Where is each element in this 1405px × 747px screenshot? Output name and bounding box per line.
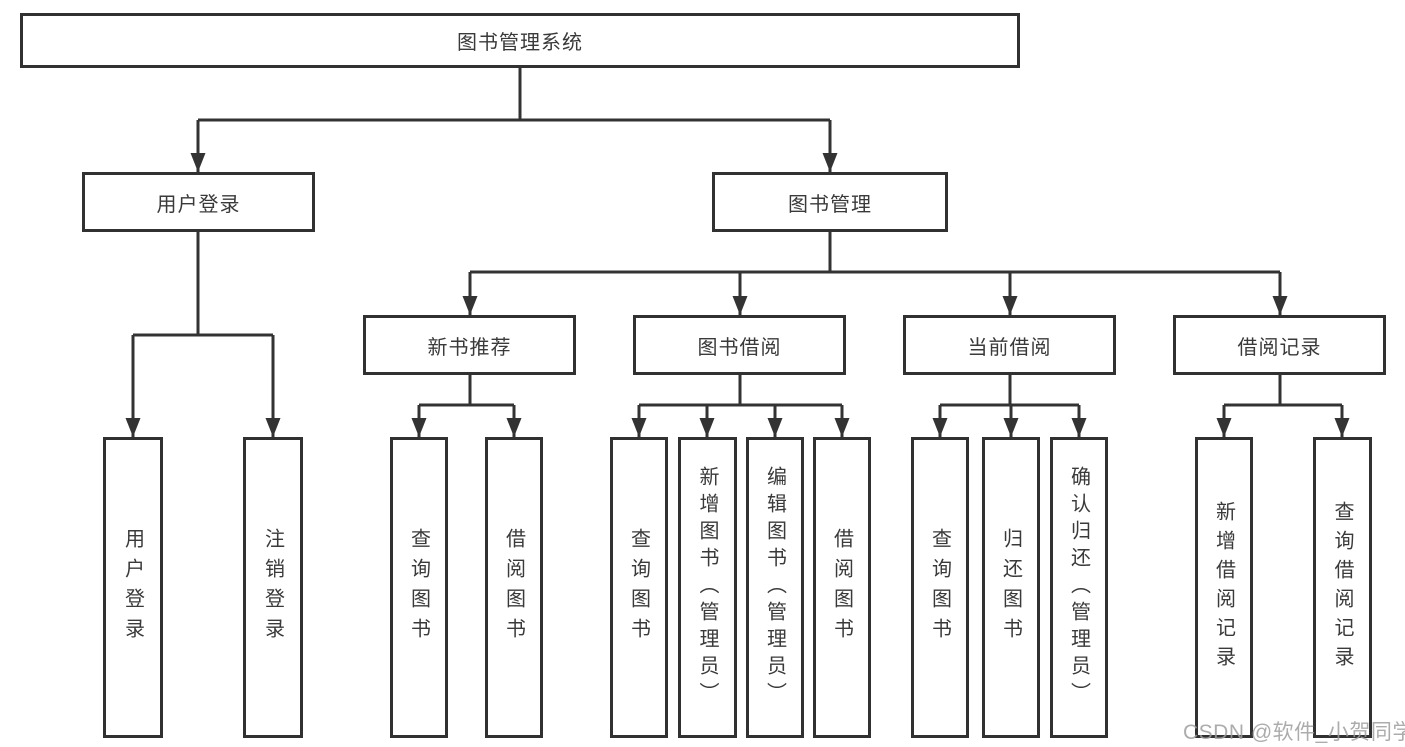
node-root-label: 图书管理系统 (457, 32, 583, 54)
connector-book-mgmt-trunk (470, 232, 1280, 274)
connector-borrow-records-trunk (1224, 375, 1342, 407)
connector-new-book-rec-trunk (419, 375, 514, 407)
leaf-query-book-3: 查询图书 (911, 437, 969, 738)
node-borrow-records-label: 借阅记录 (1237, 336, 1322, 359)
connector-user-login-trunk (133, 232, 273, 337)
leaf-add-book-label: 新增图书（管理员） (696, 466, 718, 709)
node-new-book-rec-label: 新书推荐 (427, 336, 512, 359)
node-user-login: 用户登录 (82, 172, 315, 232)
leaf-edit-book-label: 编辑图书（管理员） (763, 466, 786, 709)
leaf-add-record-label: 新增借阅记录 (1212, 500, 1235, 675)
leaf-borrow-book-2-label: 借阅图书 (830, 527, 853, 648)
node-book-borrow: 图书借阅 (633, 315, 846, 375)
leaf-user-login: 用户登录 (103, 437, 163, 738)
csdn-watermark: CSDN @软件_小贺同学 (1183, 721, 1405, 744)
leaf-add-book: 新增图书（管理员） (678, 437, 737, 738)
node-book-borrow-label: 图书借阅 (697, 336, 782, 359)
leaf-return-book-label: 归还图书 (999, 527, 1022, 648)
node-book-mgmt: 图书管理 (712, 172, 948, 232)
leaf-query-book-2: 查询图书 (610, 437, 668, 738)
node-user-login-label: 用户登录 (156, 193, 241, 216)
node-borrow-records: 借阅记录 (1173, 315, 1386, 375)
node-current-borrow: 当前借阅 (903, 315, 1116, 375)
leaf-edit-book: 编辑图书（管理员） (746, 437, 804, 738)
leaf-logout: 注销登录 (243, 437, 303, 738)
leaf-query-book-2-label: 查询图书 (627, 527, 650, 648)
connector-root-trunk (198, 68, 830, 122)
leaf-return-book: 归还图书 (982, 437, 1040, 738)
connector-current-borrow-trunk (940, 375, 1079, 407)
leaf-query-book-1: 查询图书 (390, 437, 448, 738)
leaf-query-record-label: 查询借阅记录 (1331, 500, 1353, 675)
leaf-confirm-return: 确认归还（管理员） (1050, 437, 1108, 738)
leaf-borrow-book-1-label: 借阅图书 (502, 527, 525, 648)
node-current-borrow-label: 当前借阅 (967, 336, 1052, 359)
leaf-borrow-book-1: 借阅图书 (485, 437, 543, 738)
leaf-logout-label: 注销登录 (261, 527, 284, 648)
node-root: 图书管理系统 (20, 13, 1020, 68)
leaf-query-book-3-label: 查询图书 (928, 527, 951, 648)
leaf-query-book-1-label: 查询图书 (407, 527, 430, 648)
node-new-book-rec: 新书推荐 (363, 315, 576, 375)
leaf-confirm-return-label: 确认归还（管理员） (1067, 466, 1090, 709)
leaf-add-record: 新增借阅记录 (1195, 437, 1253, 738)
leaf-borrow-book-2: 借阅图书 (813, 437, 871, 738)
leaf-query-record: 查询借阅记录 (1313, 437, 1372, 738)
connector-book-borrow-trunk (639, 375, 842, 407)
node-book-mgmt-label: 图书管理 (788, 193, 872, 216)
leaf-user-login-label: 用户登录 (121, 527, 144, 648)
